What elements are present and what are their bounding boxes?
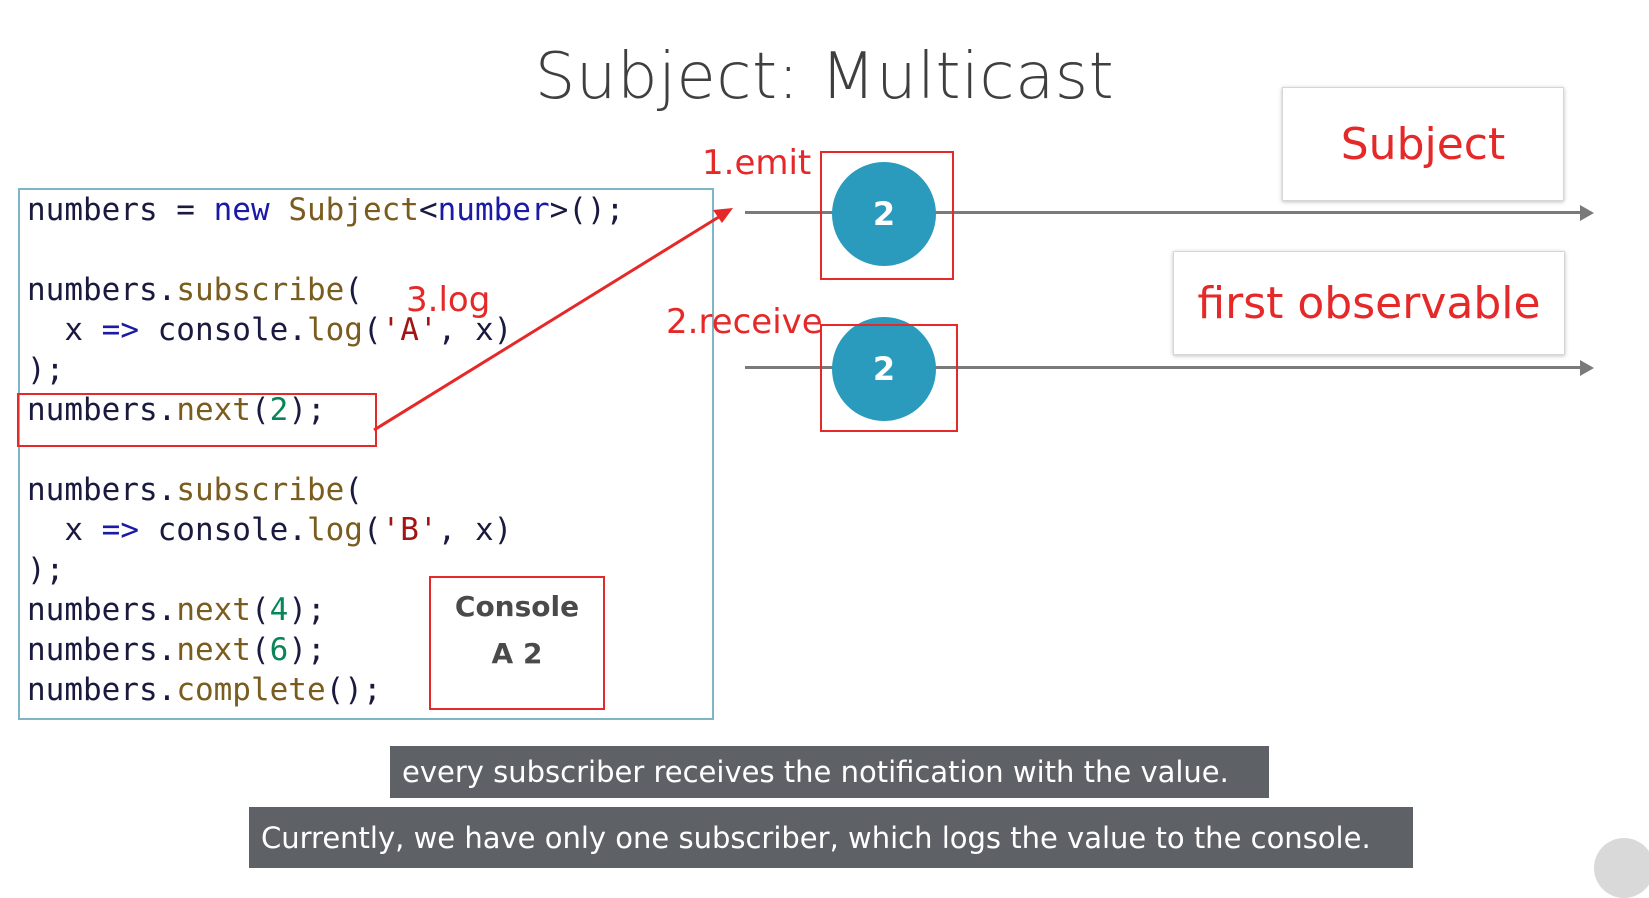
code-block: numbers = new Subject<number>(); numbers…: [27, 190, 624, 710]
subject-legend: Subject: [1282, 87, 1564, 201]
subject-timeline-arrow-icon: [1580, 205, 1594, 221]
next-call-highlight: [17, 393, 377, 447]
code-line-9: x => console.log('B', x): [27, 512, 513, 548]
observable-timeline: [745, 366, 1581, 369]
code-line-12: numbers.next(6);: [27, 632, 326, 668]
receive-highlight: [820, 324, 958, 432]
code-line-6: numbers.next(2);: [27, 392, 326, 428]
code-line-10: );: [27, 552, 65, 588]
first-observable-legend: first observable: [1173, 251, 1565, 355]
code-line-5: );: [27, 352, 65, 388]
log-annotation: 3.log: [406, 280, 491, 320]
observable-marble: 2: [832, 317, 936, 421]
observable-timeline-arrow-icon: [1580, 360, 1594, 376]
pluralsight-logo-icon: [1594, 838, 1649, 898]
console-output-box: Console A 2: [429, 576, 605, 710]
code-line-3: numbers.subscribe(: [27, 272, 363, 308]
code-line-13: numbers.complete();: [27, 672, 382, 708]
slide-title: Subject: Multicast: [534, 40, 1115, 114]
code-line-8: numbers.subscribe(: [27, 472, 363, 508]
subject-marble: 2: [832, 162, 936, 266]
code-line-11: numbers.next(4);: [27, 592, 326, 628]
code-line-1: numbers = new Subject<number>();: [27, 192, 625, 228]
emit-annotation: 1.emit: [702, 143, 812, 183]
console-output-line: A 2: [491, 637, 543, 670]
subject-timeline: [745, 211, 1581, 214]
console-title: Console: [454, 590, 580, 623]
caption-line-1: every subscriber receives the notificati…: [390, 746, 1269, 798]
receive-annotation: 2.receive: [666, 302, 823, 342]
emit-highlight: [820, 151, 954, 280]
code-panel: [18, 188, 714, 720]
caption-line-2: Currently, we have only one subscriber, …: [249, 807, 1413, 868]
